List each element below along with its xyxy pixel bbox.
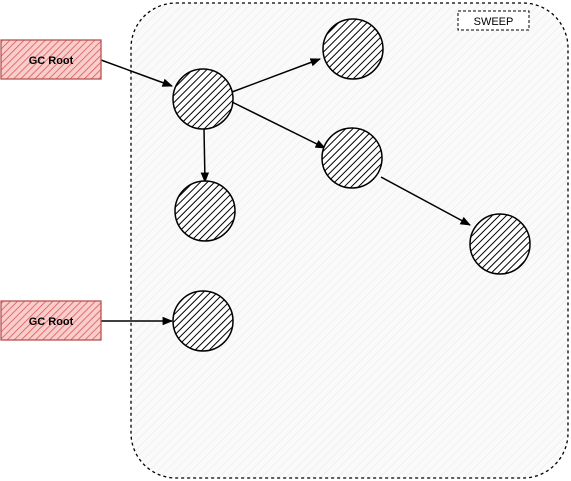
object-node-e <box>469 213 531 275</box>
sweep-region-box <box>130 2 569 479</box>
edge-root1-obj-a <box>100 59 173 87</box>
sweep-label-box <box>457 10 530 31</box>
edge-obj-c-obj-e <box>380 176 471 226</box>
gc-root-2-label: GC Root <box>29 316 74 328</box>
sweep-region: SWEEP <box>130 2 569 479</box>
edge-obj-a-obj-b <box>231 58 321 93</box>
gc-root-2: GC Root <box>0 300 102 341</box>
gc-root-1: GC Root <box>0 39 102 80</box>
gc-root-2-box <box>0 300 102 341</box>
edge-obj-a-obj-d <box>200 128 210 184</box>
object-node-b <box>322 18 384 80</box>
edges <box>100 58 471 326</box>
gc-root-1-box <box>0 39 102 80</box>
object-nodes <box>172 18 531 352</box>
gc-root-1-label: GC Root <box>29 55 74 67</box>
sweep-label: SWEEP <box>474 16 514 28</box>
object-node-d <box>174 180 236 242</box>
object-node-c <box>321 127 383 189</box>
edge-obj-a-obj-c <box>231 101 326 149</box>
object-node-a <box>172 68 234 130</box>
object-node-f <box>172 290 234 352</box>
